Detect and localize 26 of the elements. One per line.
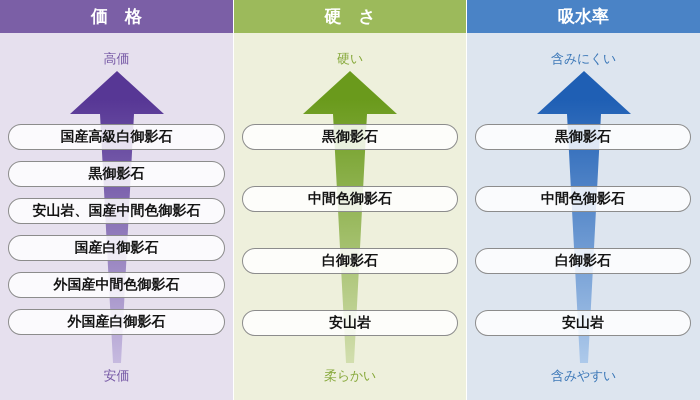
header-band: 吸水率 (467, 0, 700, 33)
item-box: 黒御影石 (242, 124, 458, 150)
header-band: 硬 さ (234, 0, 466, 33)
item-box: 白御影石 (242, 248, 458, 274)
scale-label: 含みやすい (551, 369, 616, 385)
column-panel (467, 0, 700, 400)
item-box: 外国産白御影石 (8, 309, 225, 335)
item-box: 国産白御影石 (8, 235, 225, 261)
item-box: 黒御影石 (475, 124, 691, 150)
item-box: 外国産中間色御影石 (8, 272, 225, 298)
scale-label: 含みにくい (551, 52, 616, 68)
header-band: 価 格 (0, 0, 233, 33)
scale-label: 安価 (104, 369, 130, 385)
item-box: 国産高級白御影石 (8, 124, 225, 150)
scale-label: 硬い (337, 52, 363, 68)
column-panel (0, 0, 233, 400)
item-box: 黒御影石 (8, 161, 225, 187)
scale-label: 高価 (104, 52, 130, 68)
item-box: 中間色御影石 (475, 186, 691, 212)
item-box: 中間色御影石 (242, 186, 458, 212)
item-box: 安山岩 (242, 310, 458, 336)
item-box: 安山岩 (475, 310, 691, 336)
scale-label: 柔らかい (324, 369, 376, 385)
item-box: 安山岩、国産中間色御影石 (8, 198, 225, 224)
item-box: 白御影石 (475, 248, 691, 274)
column-panel (234, 0, 466, 400)
